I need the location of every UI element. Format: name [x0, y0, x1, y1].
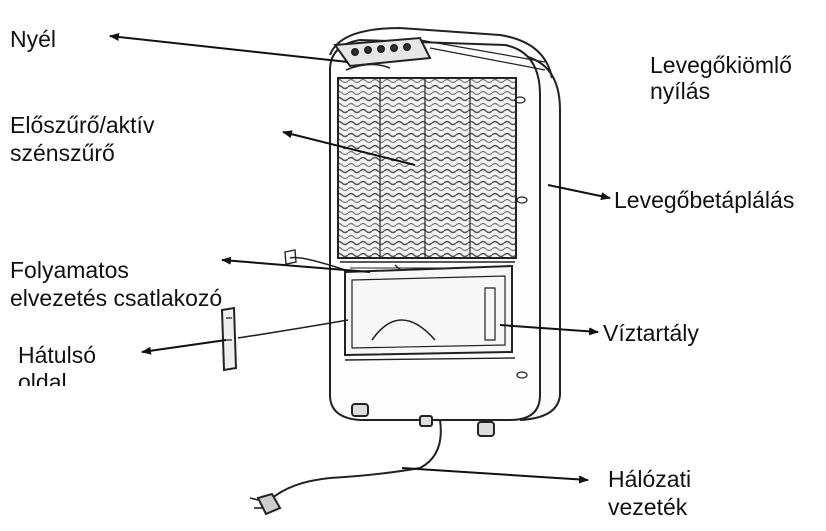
label-air-outlet-1: Levegőkiömlő — [650, 52, 792, 78]
label-back-1: Hátulsó — [18, 342, 96, 368]
label-air-inlet: Levegőbetáplálás — [614, 187, 795, 213]
label-power-1: Hálózati — [608, 466, 692, 492]
label-drain-1: Folyamatos — [10, 257, 129, 283]
label-water-tank: Víztartály — [603, 320, 699, 346]
arrow-power — [401, 467, 589, 484]
label-air-outlet-2: nyílás — [650, 78, 711, 104]
arrow-back — [141, 339, 227, 355]
label-handle: Nyél — [10, 26, 57, 52]
label-back-2: oldal — [18, 369, 67, 386]
arrow-water-tank — [499, 324, 599, 336]
label-prefilter-1: Előszűrő/aktív — [10, 112, 155, 138]
label-drain-2: elvezetés csatlakozó — [10, 285, 223, 311]
callout-arrows — [109, 33, 611, 484]
arrow-handle — [109, 33, 349, 63]
dehumidifier-body — [220, 26, 561, 516]
label-power-2: vezeték — [608, 494, 688, 520]
arrow-air-inlet — [547, 184, 611, 201]
arrow-prefilter — [282, 130, 416, 166]
arrow-drain — [221, 256, 371, 273]
label-prefilter-2: szénszűrő — [10, 140, 115, 166]
